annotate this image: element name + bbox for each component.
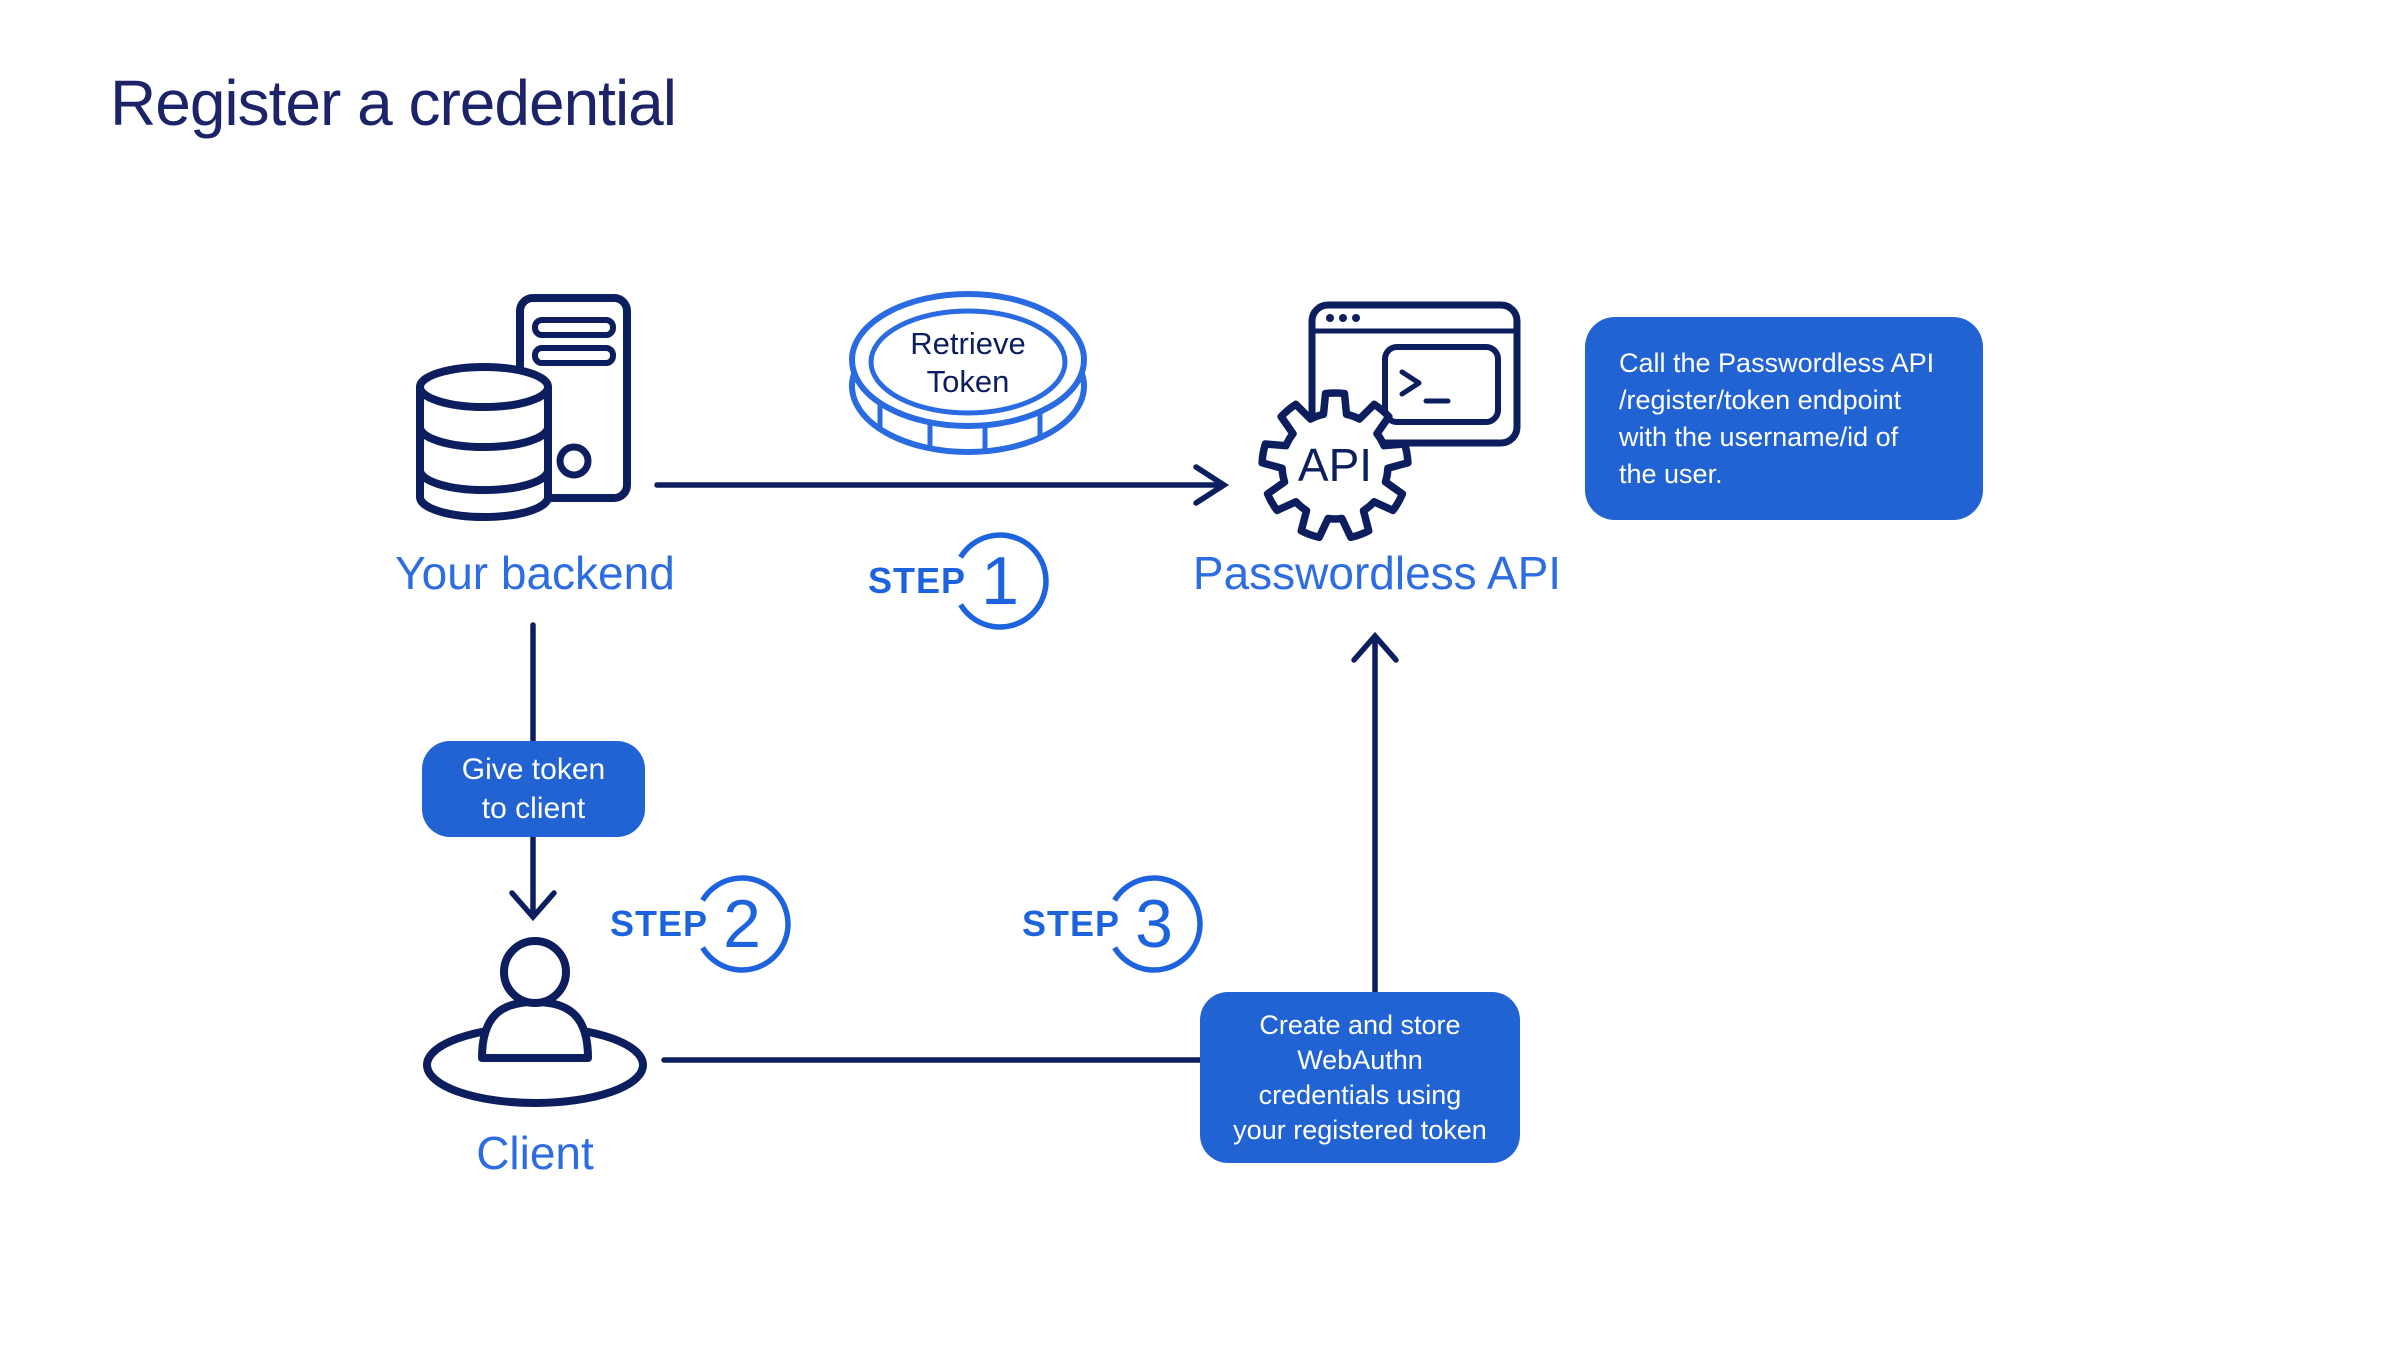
step-2-number: 2 (723, 886, 761, 962)
step-1-word: STEP (867, 560, 966, 601)
coin-label: Retrieve Token (910, 326, 1026, 399)
page-title: Register a credential (110, 67, 677, 139)
api-gear-icon (1258, 389, 1412, 542)
step-2-badge: STEP 2 (610, 874, 792, 974)
gear-label: API (1297, 439, 1373, 491)
step-3-badge: STEP 3 (1022, 874, 1204, 974)
arrow-webauthn-box-to-api (1351, 631, 1399, 998)
database-server-icon (416, 294, 631, 521)
give-token-callout: Give token to client (422, 741, 645, 837)
token-coin-icon (849, 291, 1087, 455)
step-2-word: STEP (609, 903, 708, 944)
step-2-circle-icon (693, 875, 791, 973)
webauthn-callout: Create and store WebAuthn credentials us… (1200, 992, 1520, 1163)
step-3-word: STEP (1021, 903, 1120, 944)
client-label: Client (476, 1127, 594, 1179)
backend-label: Your backend (395, 547, 675, 599)
browser-terminal-icon (1308, 301, 1521, 447)
arrow-backend-to-api (654, 464, 1230, 506)
api-label: Passwordless API (1192, 547, 1562, 599)
step-1-badge: STEP 1 (868, 531, 1050, 631)
step-3-circle-icon (1105, 875, 1203, 973)
person-icon (423, 937, 647, 1107)
step-1-number: 1 (981, 543, 1019, 619)
step-3-number: 3 (1135, 886, 1173, 962)
register-endpoint-callout: Call the Passwordless API /register/toke… (1585, 317, 1983, 520)
step-1-circle-icon (951, 532, 1049, 630)
